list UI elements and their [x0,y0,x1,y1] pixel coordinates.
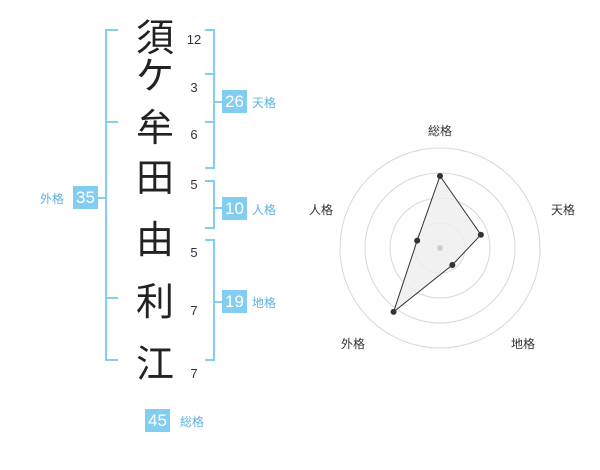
gaikaku-label: 外格 [40,192,65,206]
chikaku-score: 19 [222,290,247,313]
name-char-2: ケ [135,54,174,98]
radar-polygon [392,174,482,314]
radar-center-point [437,245,443,251]
radar-label-gaikaku: 外格 [341,337,366,351]
soukaku-label: 総格 [180,415,205,429]
radar-point-5 [414,237,421,244]
name-char-3: 牟 [135,106,174,150]
name-char-1: 須 [135,16,174,60]
name-char-4: 田 [135,156,174,200]
stroke-count-6: 7 [190,303,198,318]
radar-point-2 [477,231,484,238]
radar-point-3 [449,261,456,268]
jinkaku-bracket [205,180,215,229]
name-char-7: 江 [135,342,174,386]
stroke-count-1: 12 [186,32,202,47]
jinkaku-score: 10 [222,197,247,220]
radar-label-tenkaku: 天格 [551,203,576,217]
name-char-5: 由 [135,218,174,262]
radar-label-soukaku: 総格 [428,124,453,138]
name-char-6: 利 [135,280,174,324]
stroke-count-7: 7 [190,366,198,381]
chikaku-label: 地格 [252,296,277,310]
stroke-count-5: 5 [190,245,198,260]
radar-label-chikaku: 地格 [511,337,536,351]
tenkaku-bracket [205,29,215,169]
radar-point-1 [437,173,443,179]
tenkaku-label: 天格 [252,96,277,110]
soukaku-score: 45 [145,409,170,432]
gaikaku-score: 35 [73,186,98,209]
gaikaku-bracket [105,29,118,361]
chikaku-bracket [205,239,215,361]
radar-label-jinkaku: 人格 [309,203,334,217]
tenkaku-score: 26 [222,90,247,113]
stroke-count-4: 5 [190,177,198,192]
stroke-count-3: 6 [190,127,198,142]
stroke-count-2: 3 [190,80,198,95]
radar-ring-4 [339,147,541,349]
jinkaku-label: 人格 [252,203,277,217]
radar-point-4 [390,308,397,315]
